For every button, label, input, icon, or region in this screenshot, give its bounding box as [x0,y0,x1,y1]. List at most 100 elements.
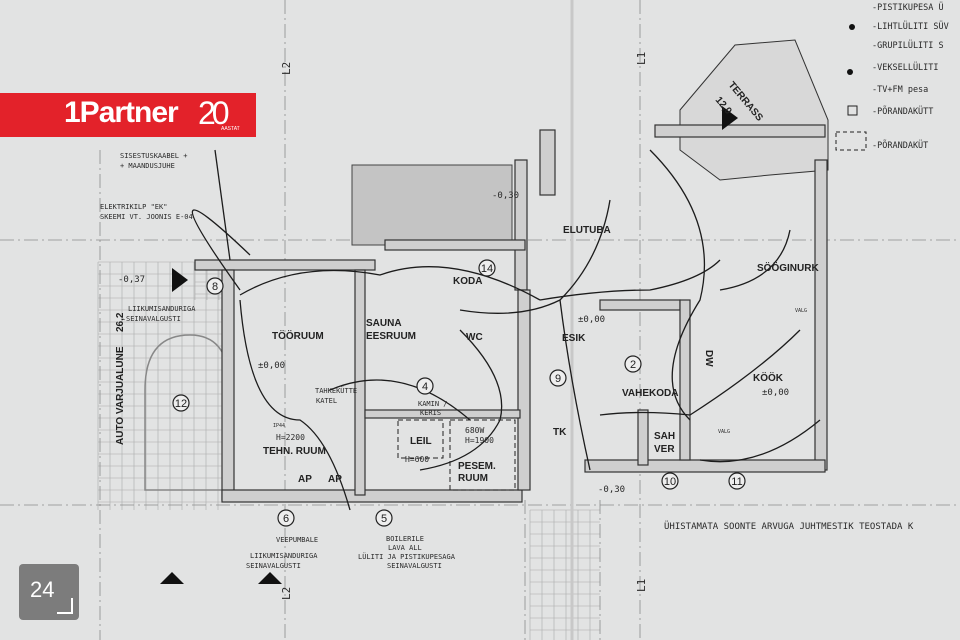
svg-text:VER: VER [654,444,675,455]
svg-text:4: 4 [422,381,428,393]
svg-text:KÖÖK: KÖÖK [753,371,784,384]
circuit-2: 2 [624,355,642,373]
svg-text:-0,37: -0,37 [118,275,145,285]
switch-icon [849,24,855,30]
legend-simple-switch: -LIHTLÜLITI SÜV [872,21,949,32]
svg-text:TAHKEKÜTTE: TAHKEKÜTTE [315,386,357,395]
svg-text:LÜLITI JA PISTIKUPESAGA: LÜLITI JA PISTIKUPESAGA [358,552,456,561]
floor-heat-area-icon [835,131,867,151]
svg-text:VALG: VALG [718,429,730,435]
two-way-switch-icon [847,69,853,75]
svg-text:RUUM: RUUM [458,473,488,484]
svg-text:5: 5 [381,513,387,525]
circuit-8: 8 [206,277,224,295]
svg-text:TK: TK [553,427,567,438]
svg-text:ÜHISTAMATA SOONTE ARVUGA JUHTM: ÜHISTAMATA SOONTE ARVUGA JUHTMESTIK TEOS… [664,521,914,532]
entry-arrow-icon [172,268,188,292]
north-arrow-icon [258,572,282,584]
wash-floor-heat-zone [449,419,516,491]
gallery-count: 24 [30,577,55,602]
floor-tile-grid [97,261,600,640]
svg-text:H=2200: H=2200 [276,433,305,442]
svg-text:SEINAVALGUSTI: SEINAVALGUSTI [387,562,442,570]
axis-label-l1-top: L1 [635,52,648,65]
svg-text:H=1900: H=1900 [465,436,494,445]
svg-text:SISESTUSKAABEL +: SISESTUSKAABEL + [120,152,187,160]
gallery-stack-icon [57,598,73,614]
svg-text:6: 6 [283,513,289,525]
svg-text:AP: AP [328,474,342,485]
terrace [679,39,829,181]
svg-text:12: 12 [175,398,187,410]
svg-text:VAHEKODA: VAHEKODA [622,388,678,399]
porch-hatch-area [351,164,513,246]
svg-text:TEHN. RUUM: TEHN. RUUM [263,446,326,457]
axis-label-l2-bottom: L2 [280,587,293,600]
svg-text:±0,00: ±0,00 [762,388,789,398]
svg-text:LAVA ALL: LAVA ALL [388,544,422,552]
walls [194,124,828,503]
legend: -PISTIKUPESA Ü -LIHTLÜLITI SÜV -GRUPILÜL… [835,2,949,151]
legend-floor-heating-area: -PÕRANDAKÜT [872,139,928,151]
svg-text:11: 11 [731,476,742,488]
svg-text:SEINAVALGUSTI: SEINAVALGUSTI [246,562,301,570]
svg-text:DW: DW [703,350,714,367]
svg-text:VEEPUMBALE: VEEPUMBALE [276,536,318,544]
circuit-14: 14 [478,259,496,277]
partner-logo: 1Partner 20 AASTAT [0,93,256,137]
svg-text:KODA: KODA [453,276,482,287]
svg-text:VALG: VALG [795,308,807,314]
svg-text:AUTO VARJUALUNE: AUTO VARJUALUNE [115,346,126,445]
svg-text:-0,30: -0,30 [598,485,625,495]
circuit-11: 11 [728,472,746,490]
svg-text:±0,00: ±0,00 [258,361,285,371]
svg-text:ELEKTRIKILP "EK": ELEKTRIKILP "EK" [100,203,167,211]
svg-text:+ MAANDUSJUHE: + MAANDUSJUHE [120,162,175,170]
sauna-heater-zone [397,419,444,459]
svg-text:ESIK: ESIK [562,333,586,344]
svg-text:SAH: SAH [654,431,675,442]
svg-text:LIIKUMISANDURIGA: LIIKUMISANDURIGA [250,552,318,560]
svg-text:BOILERILE: BOILERILE [386,535,424,543]
svg-text:8: 8 [212,281,218,293]
axis-label-l2-top: L2 [280,62,293,75]
circuit-10: 10 [661,472,679,490]
legend-tv-socket: -TV+FM pesa [872,85,928,95]
svg-text:±0,00: ±0,00 [578,315,605,325]
svg-text:H=600: H=600 [405,455,429,464]
logo-wordmark: 1Partner [64,96,179,129]
svg-text:KATEL: KATEL [316,397,337,405]
svg-text:2: 2 [630,359,636,371]
svg-text:10: 10 [664,476,676,488]
svg-text:TÖÖRUUM: TÖÖRUUM [272,329,324,342]
svg-text:LEIL: LEIL [410,436,432,447]
svg-text:9: 9 [555,373,561,385]
legend-floor-heating-sensor: -PÕRANDAKÜTT [872,105,933,117]
svg-text:KAMIN /: KAMIN / [418,400,448,408]
svg-text:14: 14 [481,263,493,275]
terrace-arrow-icon [722,106,738,130]
svg-text:ELUTUBA: ELUTUBA [563,225,611,236]
gallery-count-badge[interactable]: 24 [19,564,79,620]
floor-heat-icon [847,105,858,116]
annotations: SISESTUSKAABEL + + MAANDUSJUHE ELEKTRIKI… [100,152,914,570]
circuit-5: 5 [375,509,393,527]
svg-text:-0,30: -0,30 [492,191,519,201]
circuit-markers: 8 14 12 4 9 2 6 5 10 11 [172,259,746,527]
north-arrow-icon-2 [160,572,184,584]
circuit-9: 9 [549,369,567,387]
legend-two-way-switch: -VEKSELLÜLITI [872,62,939,73]
svg-text:SAUNA: SAUNA [366,318,402,329]
svg-text:SÖÖGINURK: SÖÖGINURK [757,261,819,274]
level-marks: -0,37 -0,30 ±0,00 ±0,00 ±0,00 -0,30 [118,191,789,495]
svg-text:WC: WC [466,332,483,343]
svg-text:SKEEMI VT. JOONIS E-04: SKEEMI VT. JOONIS E-04 [100,213,193,221]
legend-group-switch: -GRUPILÜLITI S [872,40,944,51]
svg-text:PESEM.: PESEM. [458,461,496,472]
circuit-12: 12 [172,394,190,412]
svg-text:LIIKUMISANDURIGA: LIIKUMISANDURIGA [128,305,196,313]
svg-text:AP: AP [298,474,312,485]
svg-text:IP44: IP44 [273,423,285,429]
legend-socket: -PISTIKUPESA Ü [872,2,944,13]
